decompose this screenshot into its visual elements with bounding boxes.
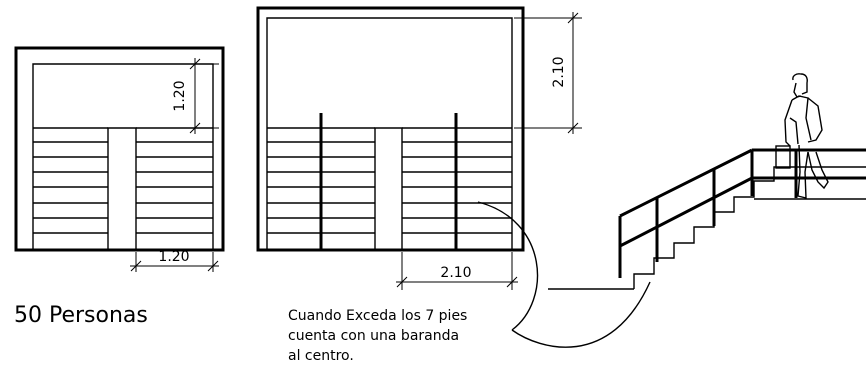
handrail bbox=[618, 148, 866, 278]
wide-stair-center-wall bbox=[374, 127, 403, 250]
wide-stair-outer-wall bbox=[256, 6, 525, 252]
wide-stair-vertical-dimension: 2.10 bbox=[514, 12, 582, 134]
stair-elevation bbox=[548, 73, 866, 290]
small-stair-center-wall bbox=[107, 127, 137, 250]
person-figure bbox=[775, 73, 829, 199]
small-stair-left-treads bbox=[33, 127, 108, 234]
wide-stair-horizontal-dimension: 2.10 bbox=[396, 252, 518, 290]
stair-profile bbox=[633, 166, 866, 289]
small-stair-horizontal-dimension-label: 1.20 bbox=[158, 249, 189, 265]
small-stair-right-treads bbox=[136, 127, 213, 234]
capacity-caption: 50 Personas bbox=[14, 303, 148, 328]
wide-stair-plan: 2.10 2.10 bbox=[256, 6, 582, 290]
wide-stair-horizontal-dimension-label: 2.10 bbox=[440, 265, 471, 281]
wide-stair-inner-wall bbox=[266, 17, 513, 250]
small-stair-vertical-dimension-label: 1.20 bbox=[172, 80, 188, 111]
small-stair-plan: 1.20 1.20 bbox=[14, 46, 225, 272]
note-line-3: al centro. bbox=[288, 348, 354, 364]
note-leader-curve bbox=[477, 201, 651, 348]
wide-stair-vertical-dimension-label: 2.10 bbox=[551, 56, 567, 87]
small-stair-vertical-dimension: 1.20 bbox=[172, 58, 219, 134]
small-stair-horizontal-dimension: 1.20 bbox=[130, 249, 219, 272]
note-line-1: Cuando Exceda los 7 pies bbox=[288, 308, 467, 324]
note-line-2: cuenta con una baranda bbox=[288, 328, 459, 344]
small-stair-outer-wall bbox=[14, 46, 225, 252]
